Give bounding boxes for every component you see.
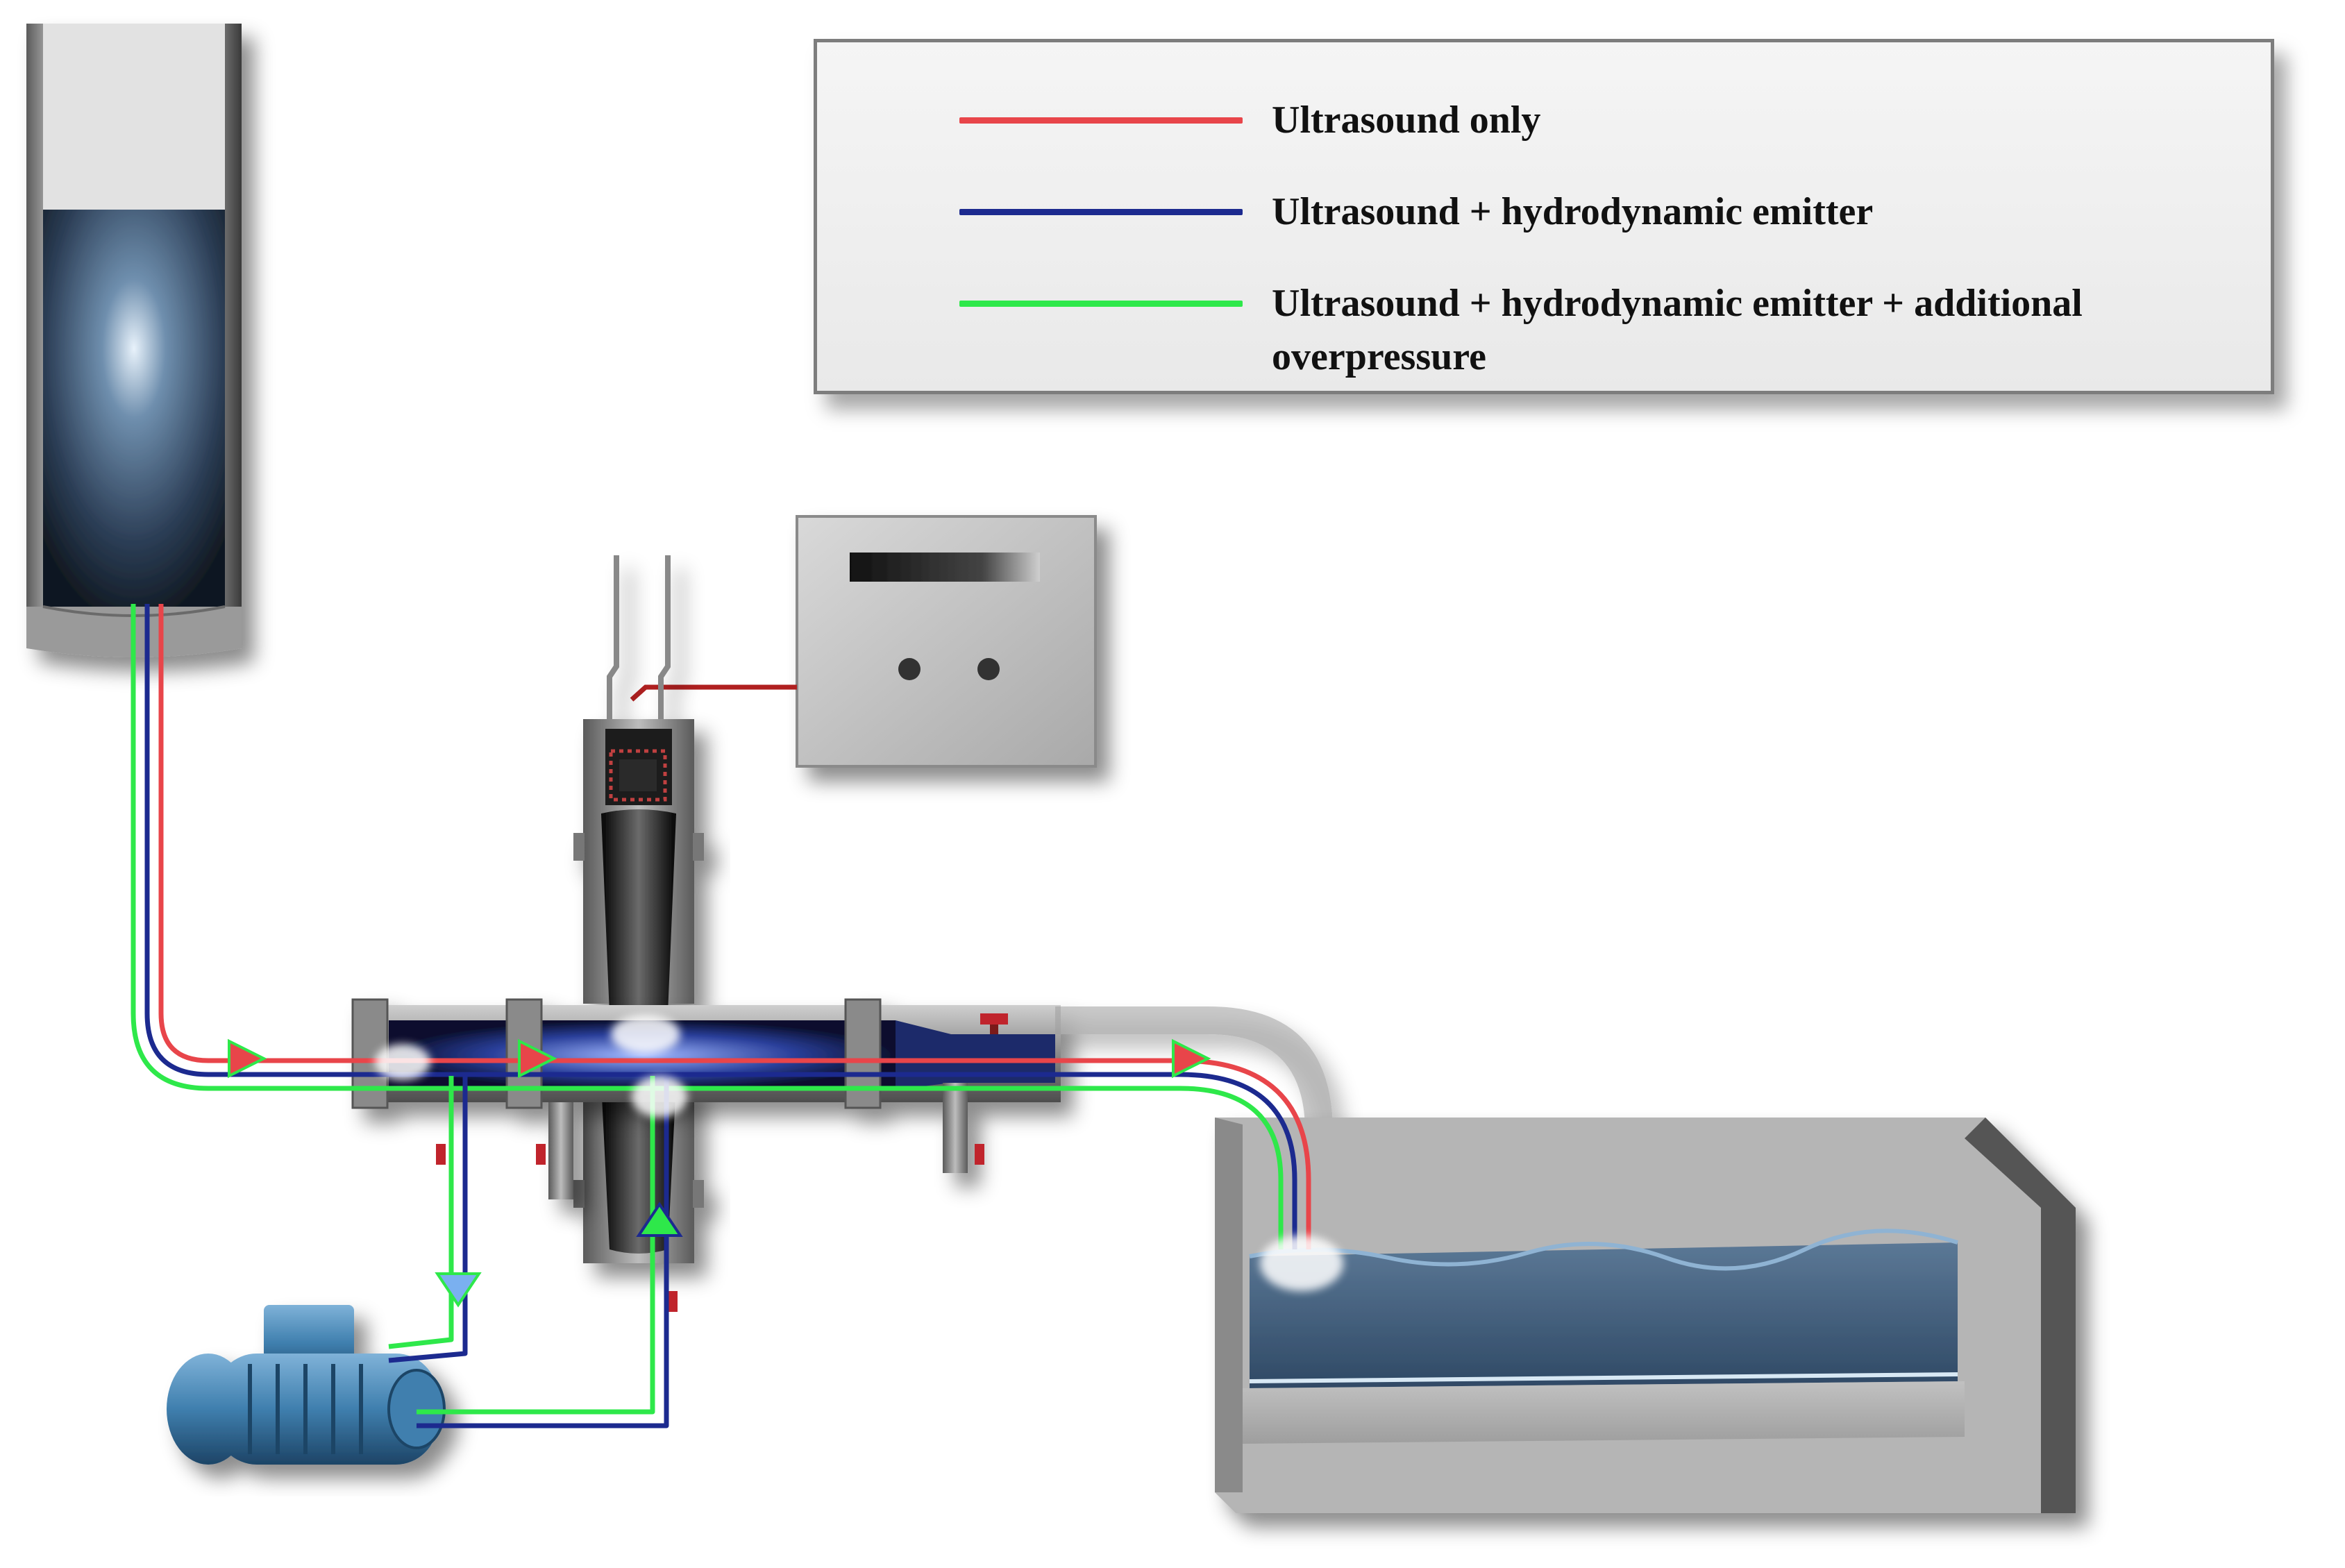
flow-line-blue [144, 604, 1297, 1249]
ultrasound-transducer-icon [609, 749, 667, 802]
generator-box-icon [796, 515, 1097, 768]
legend-swatch [959, 209, 1243, 215]
arrow-right-icon [518, 1038, 557, 1079]
reactor-icon [573, 555, 704, 1263]
flow-lines [131, 604, 1311, 1428]
tank-icon [26, 24, 242, 657]
legend-label: Ultrasound + hydrodynamic emitter [1272, 190, 1874, 233]
arrow-down-icon [435, 1272, 482, 1308]
pump-icon [167, 1305, 446, 1465]
flow-line-red [158, 604, 1311, 1249]
arrow-right-icon [1172, 1038, 1211, 1079]
legend-label: Ultrasound only [1272, 99, 1541, 142]
legend-label: Ultrasound + hydrodynamic emitter + addi… [1272, 282, 2083, 378]
cavitation-bubbles [375, 1015, 1343, 1291]
flow-line-green [131, 604, 1284, 1249]
signal-cable [630, 684, 797, 702]
arrow-right-icon [228, 1038, 267, 1079]
legend: Ultrasound only Ultrasound + hydrodynami… [814, 39, 2274, 394]
arrow-up-icon [636, 1202, 683, 1237]
legend-swatch [959, 301, 1243, 307]
main-pipe-icon [351, 998, 1333, 1242]
valve-icon [436, 1013, 1008, 1312]
legend-swatch [959, 117, 1243, 124]
flow-arrows [228, 1038, 1211, 1308]
basin-icon [1215, 1118, 2076, 1513]
